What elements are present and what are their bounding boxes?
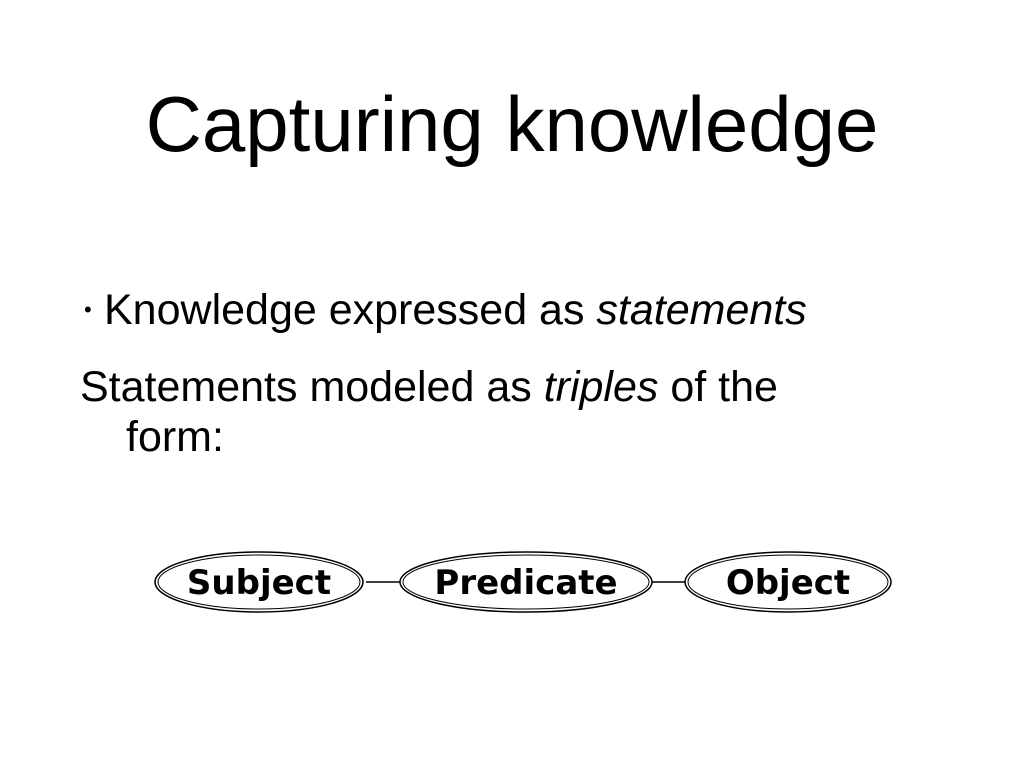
paragraph-continued: form: — [126, 413, 224, 461]
paragraph-text-after: of the — [658, 363, 778, 411]
predicate-label: Predicate — [434, 563, 617, 603]
slide-title: Capturing knowledge — [145, 80, 879, 168]
triple-diagram-svg: Subject Predicate Object — [154, 551, 892, 613]
bullet-item: • Knowledge expressed as statements — [84, 284, 807, 336]
bullet-symbol: • — [84, 297, 92, 322]
bullet-text: Knowledge expressed as — [104, 286, 597, 334]
paragraph-text-before: Statements modeled as — [80, 363, 544, 411]
subject-node: Subject — [154, 551, 364, 613]
object-node: Object — [684, 551, 892, 613]
triple-diagram: Subject Predicate Object — [150, 545, 900, 620]
paragraph: Statements modeled as triples of the for… — [80, 362, 940, 462]
subject-label: Subject — [187, 563, 331, 603]
paragraph-emphasis: triples — [543, 363, 659, 411]
bullet-emphasis: statements — [596, 286, 807, 334]
predicate-node: Predicate — [399, 551, 653, 613]
object-label: Object — [726, 563, 850, 603]
